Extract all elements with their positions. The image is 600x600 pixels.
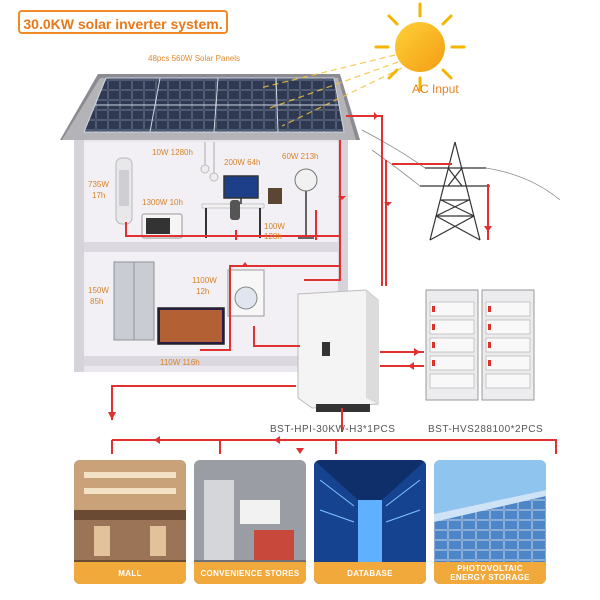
database-caption: DATABASE bbox=[314, 562, 426, 584]
pv-storage-caption-line2: ENERGY STORAGE bbox=[450, 573, 530, 582]
inverter bbox=[297, 289, 379, 412]
battery-label: BST-HVS288100*2PCS bbox=[428, 424, 544, 435]
tv-load-label: 110W 116h bbox=[160, 358, 200, 367]
panels-label: 48pcs 560W Solar Panels bbox=[148, 54, 241, 63]
wiring-arrows bbox=[108, 112, 492, 454]
speaker-watt-label: 100W bbox=[264, 222, 285, 231]
convenience-store-card: CONVENIENCE STORES bbox=[194, 460, 306, 584]
appliances-lower bbox=[113, 261, 265, 345]
pv-storage-caption-line1: PHOTOVOLTAIC bbox=[457, 564, 523, 573]
computer-load-label: 200W 64h bbox=[224, 158, 261, 167]
battery-racks bbox=[425, 289, 535, 401]
mall-card: MALL bbox=[74, 460, 186, 584]
fridge-hours-label: 85h bbox=[90, 297, 104, 306]
speaker-hours-label: 128h bbox=[264, 232, 282, 241]
tower-fan-watt-label: 735W bbox=[88, 180, 109, 189]
page-title: 30.0KW solar inverter system. bbox=[18, 10, 228, 34]
pv-storage-image bbox=[434, 460, 546, 584]
ac-input-label: AC Input bbox=[412, 82, 459, 96]
sun-rays bbox=[259, 54, 403, 127]
lamp-load-label: 10W 1280h bbox=[152, 148, 193, 157]
inverter-label: BST-HPI-30KW-H3*1PCS bbox=[270, 424, 396, 435]
power-wiring bbox=[111, 115, 557, 454]
microwave-load-label: 1300W 10h bbox=[142, 198, 183, 207]
solar-panels bbox=[83, 77, 345, 133]
mall-caption: MALL bbox=[74, 562, 186, 584]
washer-watt-label: 1100W bbox=[192, 276, 217, 285]
fan-load-label: 60W 213h bbox=[282, 152, 319, 161]
appliances-upper bbox=[115, 142, 318, 239]
fridge-watt-label: 150W bbox=[88, 286, 109, 295]
washer-hours-label: 12h bbox=[196, 287, 210, 296]
power-tower-icon bbox=[361, 129, 561, 241]
database-card: DATABASE bbox=[314, 460, 426, 584]
tower-fan-hours-label: 17h bbox=[92, 191, 106, 200]
sun-icon bbox=[374, 2, 466, 92]
convenience-store-caption: CONVENIENCE STORES bbox=[194, 562, 306, 584]
